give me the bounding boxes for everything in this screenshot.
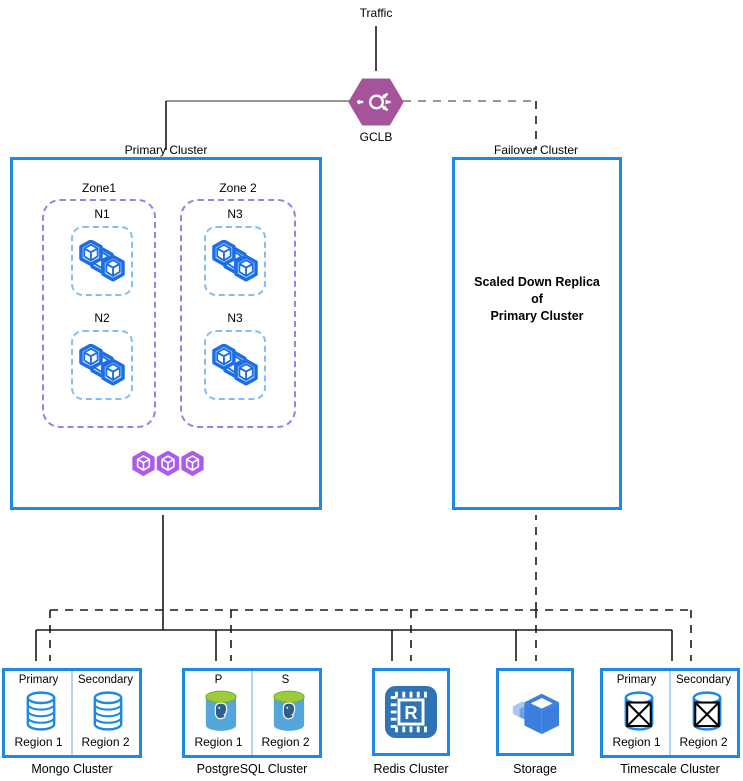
postgres-primary-icon [205,690,237,732]
postgres-left-region-label: Region 1 [194,735,243,749]
redis-cluster-box: R [372,668,450,756]
zone2-label: Zone 2 [219,181,257,195]
workload-cubes-icon [212,240,258,282]
timescale-right-role-label: Secondary [676,674,731,686]
failover-line1: Scaled Down Replica [474,275,600,289]
failover-cluster-label: Failover Cluster [493,143,579,157]
mongo-right-region-label: Region 2 [81,735,130,749]
region-divider [251,671,253,755]
timescale-right-region-label: Region 2 [679,735,728,749]
zone2-box [180,199,296,428]
redis-cluster-label: Redis Cluster [373,762,449,776]
node-label-n1: N1 [94,207,110,221]
traffic-label: Traffic [359,6,393,20]
lb-out-arrow-down [381,105,389,112]
mongo-cluster-box: Primary Secondary Region 1 Region 2 [2,668,142,758]
timescale-secondary-icon [691,690,723,732]
node-box-n2 [71,330,133,400]
workload-cubes-icon [212,344,258,386]
zone1-label: Zone1 [81,181,117,195]
node-box-n3a [204,226,266,296]
zone1-box [42,199,156,428]
storage-box [496,668,574,756]
primary-cluster-box [10,157,322,510]
memorystore-redis-icon: R [384,685,438,739]
region-divider [669,671,671,755]
postgresql-cluster-label: PostgreSQL Cluster [196,762,308,776]
postgres-left-role-label: P [214,674,223,686]
failover-line2: of [531,292,543,306]
failover-cluster-box [452,157,622,510]
timescale-left-region-label: Region 1 [612,735,661,749]
failover-description: Scaled Down Replica of Primary Cluster [452,274,622,325]
mongo-left-role-label: Primary [18,674,59,686]
node-box-n3b [204,330,266,400]
cloud-storage-icon [512,693,560,735]
node-label-n3b: N3 [227,311,243,325]
primary-cluster-label: Primary Cluster [124,143,208,157]
node-box-n1 [71,226,133,296]
redis-letter: R [404,702,417,723]
timescale-primary-icon [623,690,655,732]
timescale-left-role-label: Primary [616,674,657,686]
timescale-cluster-label: Timescale Cluster [620,762,720,776]
mongo-cluster-label: Mongo Cluster [31,762,113,776]
workload-cubes-icon [79,240,125,282]
mongo-secondary-db-icon [93,691,123,731]
postgres-secondary-icon [273,690,305,732]
node-label-n3a: N3 [227,207,243,221]
failover-line3: Primary Cluster [490,309,584,323]
load-balancer-circle [369,94,385,110]
storage-label: Storage [513,762,557,776]
mongo-left-region-label: Region 1 [14,735,63,749]
lb-out-arrow-up [381,92,389,99]
postgres-right-region-label: Region 2 [261,735,310,749]
gclb-hexagon [348,78,404,126]
region-divider [71,671,73,755]
gclb-icon [348,78,404,126]
postgres-right-role-label: S [281,674,290,686]
node-label-n2: N2 [94,311,110,325]
mongo-primary-db-icon [26,691,56,731]
mongo-right-role-label: Secondary [78,674,133,686]
gclb-label: GCLB [359,130,393,144]
postgresql-cluster-box: P S Region 1 Region 2 [182,668,322,758]
pods-icon [132,451,204,476]
workload-cubes-icon [79,344,125,386]
timescale-cluster-box: Primary Secondary Region 1 Region 2 [600,668,740,758]
